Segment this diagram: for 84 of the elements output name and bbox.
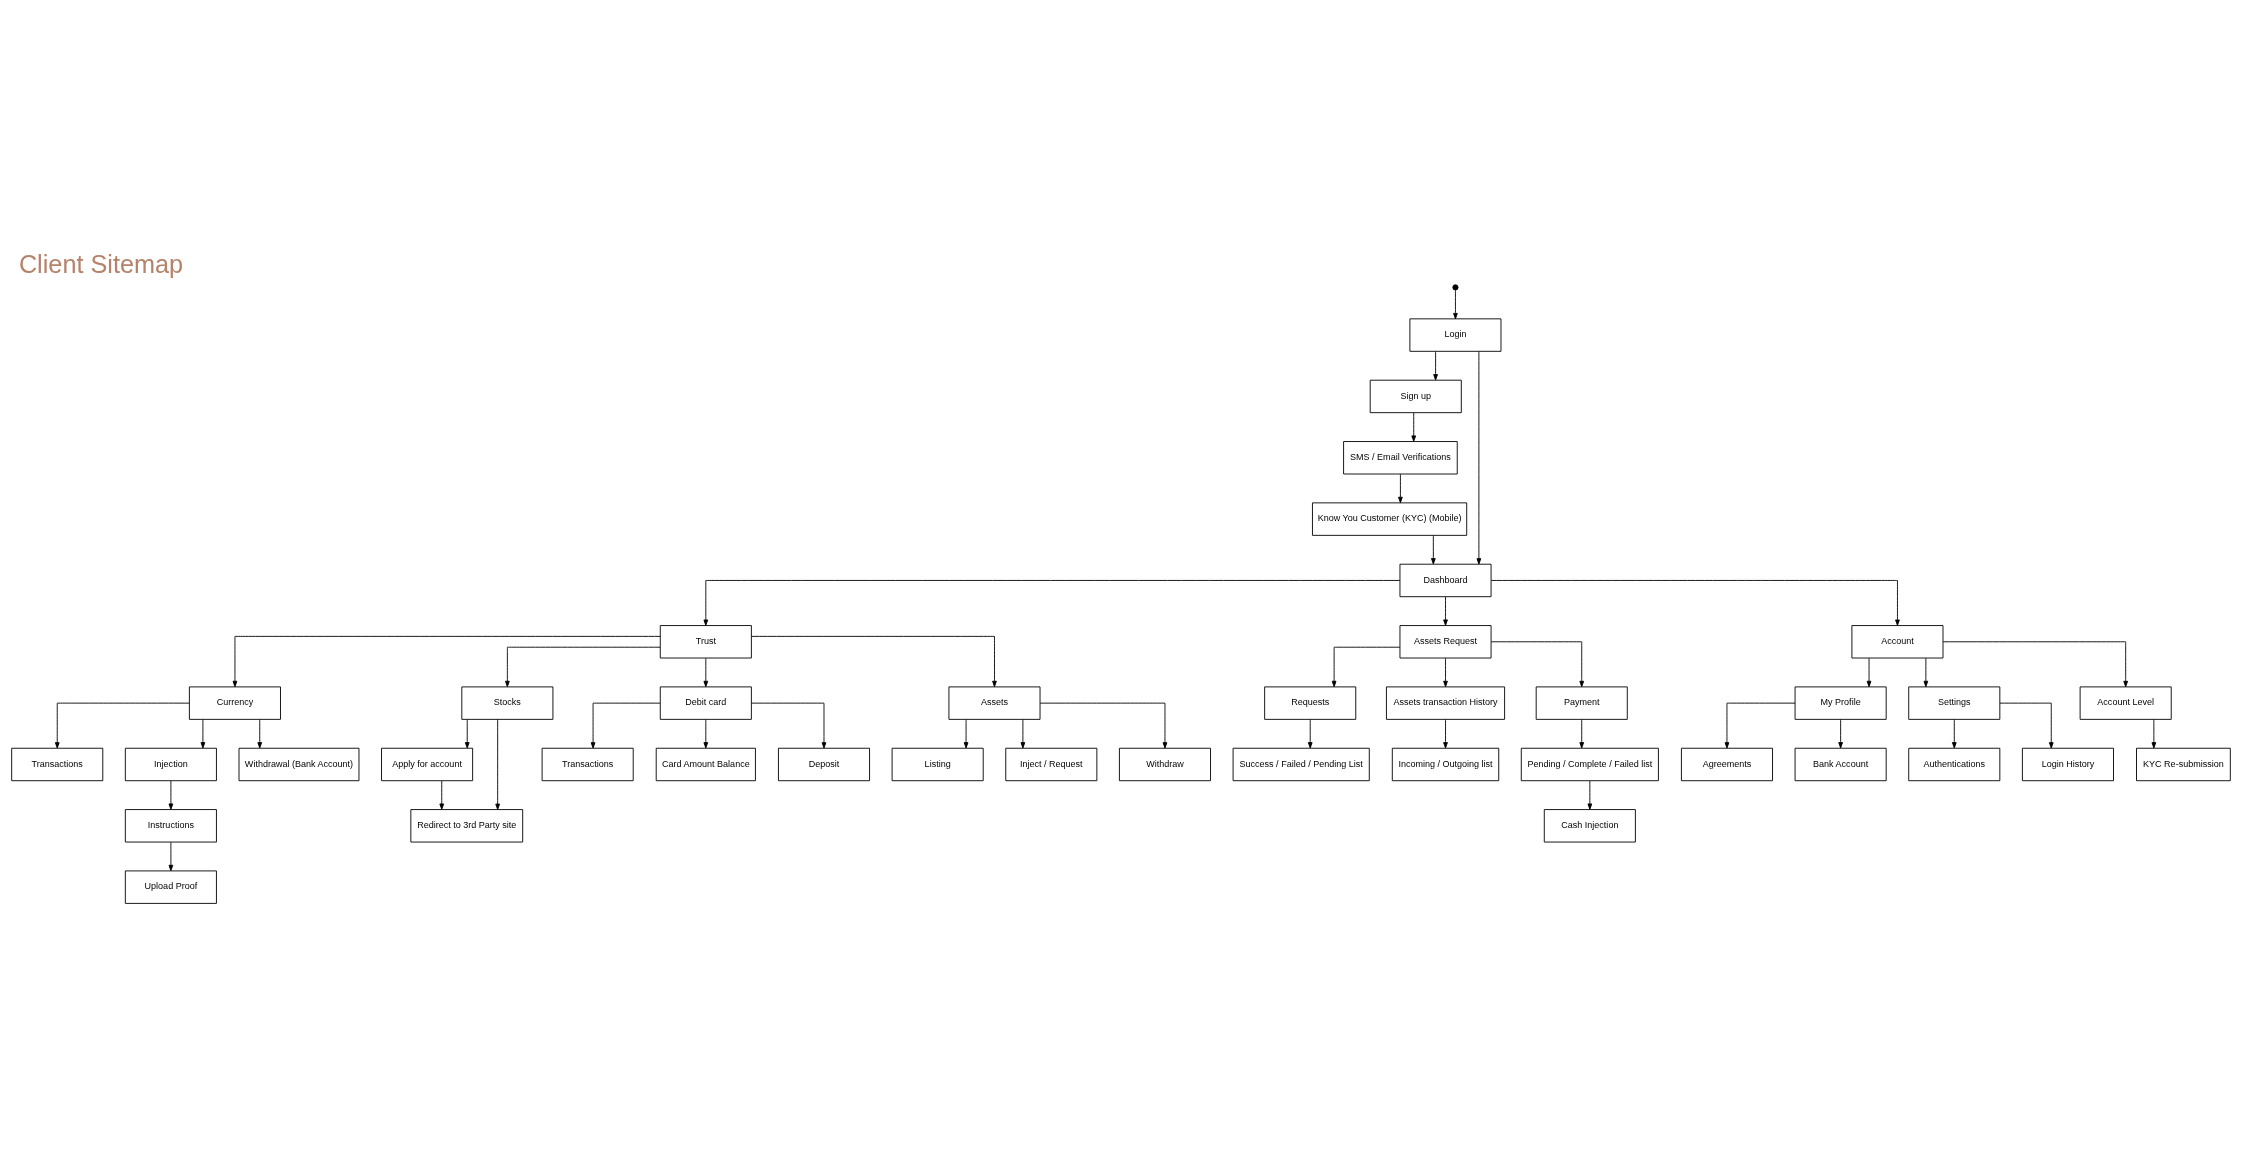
node-box: Assets Request [1399,624,1492,658]
node-box: Authentications [1908,747,2001,781]
arrow [505,646,661,687]
arrow [1398,473,1403,503]
arrow [963,718,969,748]
arrow [1433,350,1438,380]
arrow [1443,657,1448,687]
node-circle [1452,283,1459,290]
arrow [703,718,709,748]
arrow [168,779,174,810]
arrow [1490,579,1900,626]
arrow [1942,640,2128,687]
arrow [1443,718,1448,748]
node-box: Login [1409,317,1502,352]
arrow [751,635,997,687]
node-box: Withdrawal (Bank Account) [238,747,360,781]
node-box: Login History [2021,747,2114,781]
node-box: Listing [891,747,984,781]
arrow [232,635,661,687]
node-box: Incoming / Outgoing list [1391,747,1500,781]
node-box: Account Level [2079,685,2172,720]
node-box: Instructions [124,808,217,842]
arrow [495,718,500,810]
arrow [1411,411,1417,442]
arrow [1587,779,1593,810]
node-box: Success / Failed / Pending List [1232,747,1370,781]
arrow [1923,657,1929,687]
arrow [257,718,263,748]
node-box: Injection [124,747,217,781]
node-box: Withdraw [1118,747,1211,781]
node-box: Apply for account [381,747,474,781]
arrow [464,718,470,748]
arrow [2151,718,2157,748]
node-box: Inject / Request [1005,747,1098,781]
arrow [1579,718,1585,748]
arrow [1453,289,1458,319]
node-box: Bank Account [1794,747,1887,781]
node-box: Account [1851,624,1944,658]
arrow [590,702,661,748]
arrow [1443,595,1448,626]
node-box: Pending / Complete / Failed list [1520,747,1659,781]
diagram-title: Client Sitemap [18,249,184,278]
node-box: My Profile [1794,685,1887,720]
node-box: Assets transaction History [1386,685,1506,720]
node-box: Cash Injection [1543,808,1636,842]
node-box: Trust [659,624,752,658]
arrow [439,779,445,810]
node-box: Transactions [11,747,104,781]
arrow [1307,718,1313,748]
node-box: Payment [1535,685,1628,720]
node-box: KYC Re-submission [2136,747,2231,781]
node-box: SMS / Email Verifications [1343,440,1458,474]
arrow [54,702,190,748]
arrow [1020,718,1026,748]
node-box: Card Amount Balance [655,747,756,781]
node-box: Transactions [541,747,634,781]
node-box: Settings [1908,685,2001,720]
node-box: Debit card [659,685,752,720]
node-box: Currency [188,685,281,720]
arrow [703,657,709,687]
arrow [1724,702,1796,748]
node-box: Stocks [461,685,554,720]
arrow [1476,350,1482,564]
arrow [1039,702,1168,748]
node-box: Upload Proof [124,869,217,904]
node-box: Requests [1264,685,1357,720]
node-box: Sign up [1369,379,1462,413]
arrow [1999,702,2054,748]
node-box: Dashboard [1399,563,1492,597]
arrow [200,718,206,748]
arrow [1431,534,1436,564]
node-box: Deposit [778,747,870,781]
arrow [1490,640,1585,687]
arrow [1951,718,1957,748]
arrow [1866,657,1872,687]
node-box: Redirect to 3rd Party site [410,808,524,842]
arrow [1331,646,1401,687]
arrow [1838,718,1843,748]
node-box: Agreements [1680,747,1773,781]
arrow [751,702,827,748]
arrow [168,841,174,871]
node-box: Assets [948,685,1041,720]
node-box: Know You Customer (KYC) (Mobile) [1312,501,1468,536]
arrow [703,579,1401,626]
